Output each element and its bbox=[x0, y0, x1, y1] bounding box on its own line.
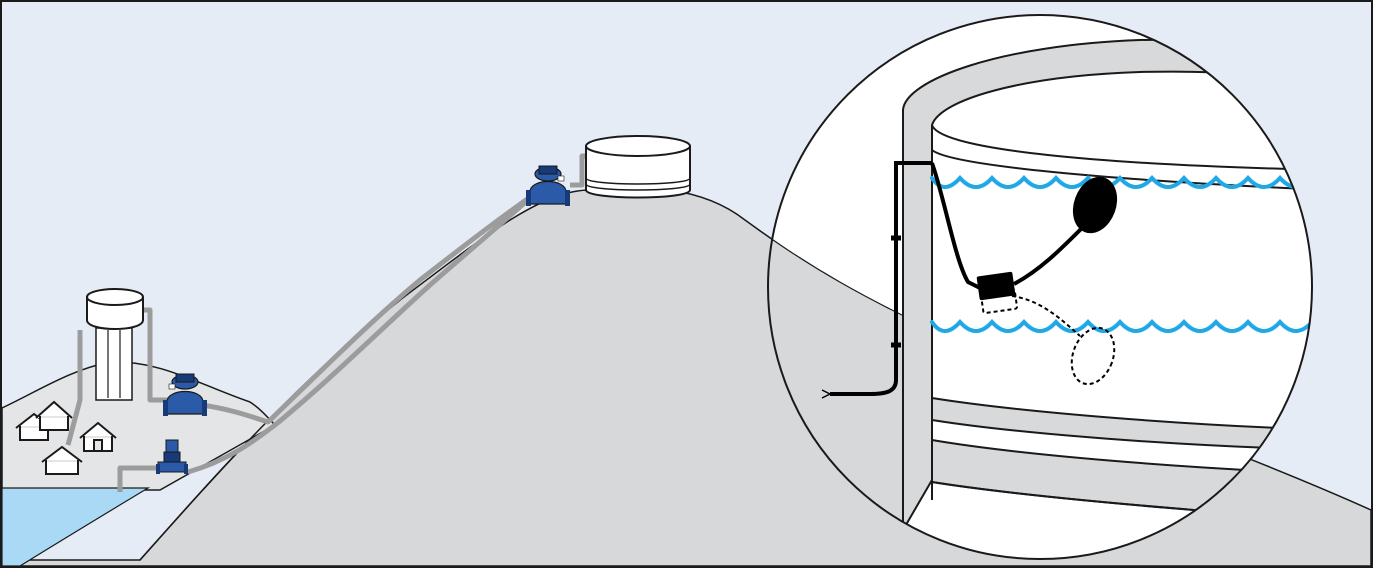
vertical-pump bbox=[156, 439, 188, 474]
houses bbox=[15, 400, 117, 475]
pipe-return-main bbox=[201, 187, 542, 425]
water-surface-high bbox=[930, 174, 1312, 189]
summit-tank bbox=[585, 135, 691, 199]
water-surface-low bbox=[930, 318, 1312, 333]
control-valve-hill bbox=[163, 373, 207, 416]
tank-rim bbox=[902, 38, 1312, 534]
house-2 bbox=[35, 400, 73, 431]
house-3 bbox=[79, 421, 117, 452]
pipe-rising-main bbox=[187, 196, 532, 475]
pipe-distribution bbox=[65, 330, 83, 446]
float-switch-cable-low bbox=[1011, 295, 1081, 337]
cable-weight bbox=[976, 271, 1016, 301]
control-valve-summit bbox=[526, 165, 570, 206]
tank-base-band-1 bbox=[931, 396, 1312, 452]
pipe-network bbox=[65, 153, 604, 492]
float-switch-high bbox=[1072, 176, 1118, 234]
float-switch-cable-outer bbox=[830, 161, 932, 396]
float-switch-cable-inner bbox=[930, 162, 981, 290]
water-tower bbox=[86, 288, 144, 401]
lake bbox=[2, 487, 151, 566]
detail-lens bbox=[767, 14, 1313, 560]
float-switch-low bbox=[1070, 326, 1116, 386]
pipe-intake bbox=[117, 465, 158, 492]
house-4 bbox=[41, 445, 83, 475]
